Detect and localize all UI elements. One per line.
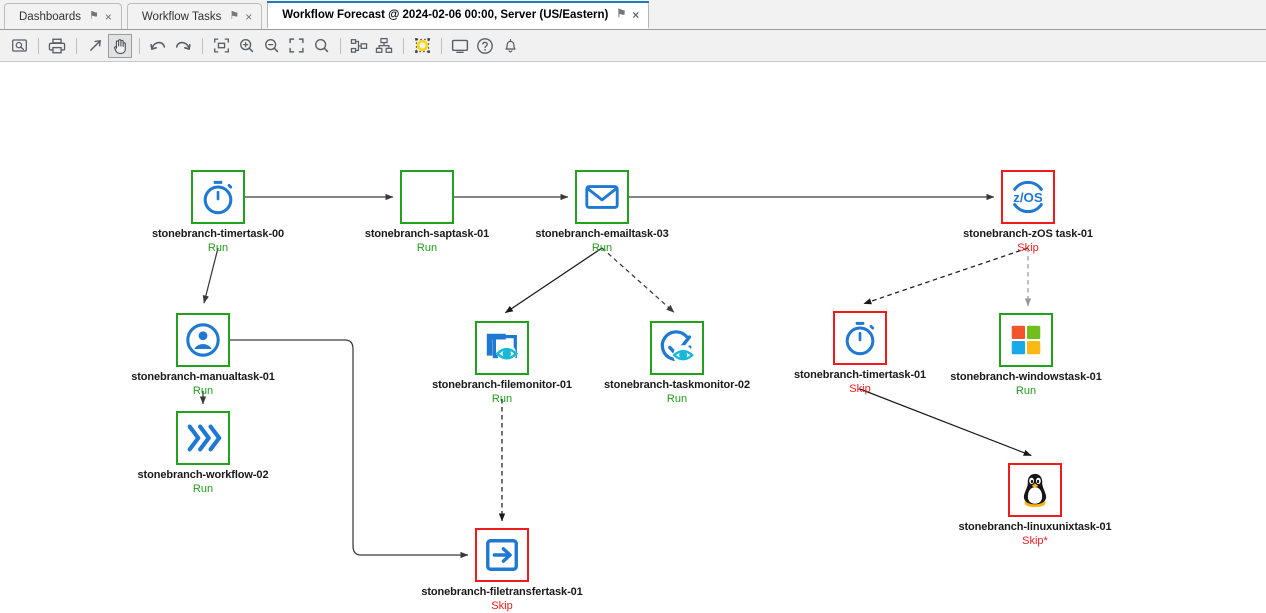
redo-icon[interactable] bbox=[171, 34, 195, 58]
file-transfer-icon bbox=[483, 536, 521, 574]
zoom-out-icon[interactable] bbox=[259, 34, 283, 58]
node-label: stonebranch-emailtask-03 bbox=[535, 228, 669, 240]
email-icon bbox=[583, 178, 621, 216]
node-label: stonebranch-taskmonitor-02 bbox=[604, 379, 750, 391]
workflow-edges bbox=[199, 193, 1032, 559]
tab-close-icon[interactable]: × bbox=[104, 9, 112, 24]
sap-icon bbox=[408, 178, 446, 216]
workflow-node-emailtask03[interactable] bbox=[575, 170, 629, 224]
node-label: stonebranch-linuxunixtask-01 bbox=[958, 521, 1112, 533]
node-status: Run bbox=[207, 242, 229, 254]
workflow-node-filetransfer01[interactable] bbox=[475, 528, 529, 582]
node-status: Skip bbox=[1017, 242, 1039, 254]
toolbar-separator bbox=[202, 37, 203, 54]
manual-user-icon bbox=[184, 321, 222, 359]
tab-label: Workflow Forecast @ 2024-02-06 00:00, Se… bbox=[282, 8, 609, 21]
tab-1[interactable]: Workflow Tasks ⚑ × bbox=[126, 3, 263, 29]
workflow-node-manualtask01[interactable] bbox=[176, 313, 230, 367]
linux-penguin-icon bbox=[1016, 471, 1054, 509]
zos-icon bbox=[1009, 178, 1047, 216]
edge-timertask01-to-linuxunixtask01 bbox=[859, 388, 1032, 457]
node-label: stonebranch-timertask-00 bbox=[151, 228, 285, 240]
workflow-node-zostask01[interactable] bbox=[1001, 170, 1055, 224]
zoom-region-icon[interactable] bbox=[284, 34, 308, 58]
workflow-node-windowstask01[interactable] bbox=[999, 313, 1053, 367]
node-status: Run bbox=[666, 393, 688, 405]
tab-close-icon[interactable]: × bbox=[632, 7, 640, 22]
node-label: stonebranch-filetransfertask-01 bbox=[421, 586, 583, 598]
workflow-node-taskmonitor02[interactable] bbox=[650, 321, 704, 375]
layout-horizontal-icon[interactable] bbox=[347, 34, 371, 58]
monitor-icon[interactable] bbox=[448, 34, 472, 58]
timer-icon bbox=[199, 178, 237, 216]
node-status: Skip* bbox=[1022, 535, 1048, 547]
workflow-node-saptask01[interactable] bbox=[400, 170, 454, 224]
edge-emailtask03-to-taskmonitor02 bbox=[601, 247, 675, 313]
tab-label: Workflow Tasks bbox=[141, 10, 222, 23]
node-status: Run bbox=[192, 483, 214, 495]
windows-icon bbox=[1007, 321, 1045, 359]
file-monitor-icon bbox=[483, 329, 521, 367]
print-icon[interactable] bbox=[45, 34, 69, 58]
edge-timertask00-to-manualtask01 bbox=[202, 247, 219, 304]
zoom-in-icon[interactable] bbox=[234, 34, 258, 58]
node-status: Run bbox=[491, 393, 513, 405]
edge-emailtask03-to-filemonitor01 bbox=[504, 247, 603, 314]
toolbar-separator bbox=[441, 37, 442, 54]
help-icon[interactable] bbox=[473, 34, 497, 58]
tab-pin-icon[interactable]: ⚑ bbox=[616, 8, 627, 20]
toolbar-separator bbox=[76, 37, 77, 54]
edge-zostask01-to-timertask01 bbox=[863, 247, 1029, 305]
toolbar bbox=[0, 30, 1266, 62]
tab-bar: Dashboards ⚑ × Workflow Tasks ⚑ × Workflow For… bbox=[0, 0, 1266, 30]
tab-2[interactable]: Workflow Forecast @ 2024-02-06 00:00, Se… bbox=[267, 1, 650, 29]
zoom-fit-icon[interactable] bbox=[209, 34, 233, 58]
zoom-actual-icon[interactable] bbox=[309, 34, 333, 58]
tab-0[interactable]: Dashboards ⚑ × bbox=[4, 3, 122, 29]
workflow-node-timertask00[interactable] bbox=[191, 170, 245, 224]
workflow-icon bbox=[184, 419, 222, 457]
node-status: Run bbox=[192, 385, 214, 397]
node-label: stonebranch-manualtask-01 bbox=[131, 371, 275, 383]
node-status: Run bbox=[416, 242, 438, 254]
node-status: Run bbox=[591, 242, 613, 254]
toolbar-separator bbox=[38, 37, 39, 54]
node-status: Skip bbox=[491, 600, 513, 612]
workflow-node-timertask01[interactable] bbox=[833, 311, 887, 365]
bell-icon[interactable] bbox=[498, 34, 522, 58]
tab-close-icon[interactable]: × bbox=[245, 9, 253, 24]
edge-manualtask01-to-filetransfer01 bbox=[230, 339, 469, 559]
workflow-node-linuxunixtask01[interactable] bbox=[1008, 463, 1062, 517]
node-label: stonebranch-filemonitor-01 bbox=[432, 379, 572, 391]
workflow-node-filemonitor01[interactable] bbox=[475, 321, 529, 375]
tab-pin-icon[interactable]: ⚑ bbox=[229, 10, 240, 22]
task-monitor-icon bbox=[658, 329, 696, 367]
toolbar-separator bbox=[403, 37, 404, 54]
node-label: stonebranch-zOS task-01 bbox=[963, 228, 1093, 240]
workflow-node-workflow02[interactable] bbox=[176, 411, 230, 465]
toolbar-separator bbox=[139, 37, 140, 54]
highlight-selection-icon[interactable] bbox=[410, 34, 434, 58]
node-status: Run bbox=[1015, 385, 1037, 397]
timer-icon bbox=[841, 319, 879, 357]
node-label: stonebranch-windowstask-01 bbox=[950, 371, 1102, 383]
undo-icon[interactable] bbox=[146, 34, 170, 58]
tab-label: Dashboards bbox=[19, 10, 82, 23]
node-label: stonebranch-timertask-01 bbox=[793, 369, 927, 381]
pan-hand-icon[interactable] bbox=[108, 33, 132, 58]
tab-pin-icon[interactable]: ⚑ bbox=[89, 10, 99, 22]
toolbar-separator bbox=[340, 37, 341, 54]
node-label: stonebranch-saptask-01 bbox=[364, 228, 490, 240]
zoom-select-icon[interactable] bbox=[7, 34, 31, 58]
node-status: Skip bbox=[849, 383, 871, 395]
arrow-pointer-icon[interactable] bbox=[83, 34, 107, 58]
node-label: stonebranch-workflow-02 bbox=[137, 469, 269, 481]
layout-vertical-icon[interactable] bbox=[372, 34, 396, 58]
